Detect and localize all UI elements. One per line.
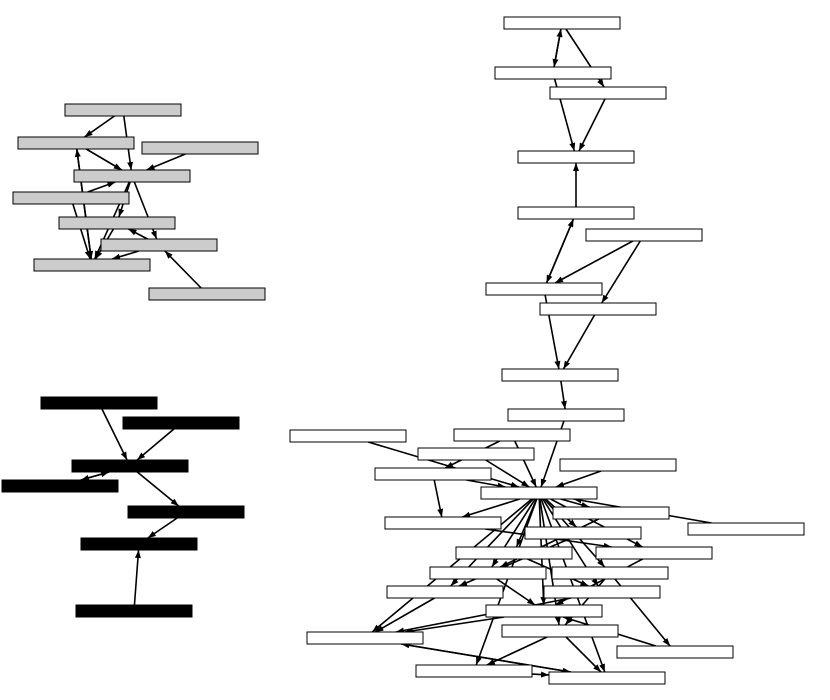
white-cluster-edge-w14-w18 bbox=[433, 479, 444, 518]
white-cluster-node-w16 bbox=[559, 458, 677, 472]
white-cluster-edge-w13-w15 bbox=[485, 459, 530, 488]
white-cluster-edge-w15-w29 bbox=[371, 498, 533, 633]
white-cluster-node-w12 bbox=[453, 428, 571, 442]
white-cluster-edge-w6-w8 bbox=[601, 240, 641, 304]
gray-cluster-node-g3 bbox=[141, 141, 259, 155]
white-cluster-node-w25 bbox=[386, 585, 504, 599]
white-cluster-edge-w11-w15 bbox=[367, 441, 520, 488]
white-cluster-node-w15 bbox=[480, 486, 598, 500]
gray-cluster-edge-g9-g7 bbox=[164, 250, 202, 289]
white-cluster-node-w8 bbox=[539, 302, 657, 316]
white-cluster-node-w20 bbox=[524, 526, 642, 540]
black-cluster-node-b1 bbox=[40, 396, 158, 410]
white-cluster-edge-w15-w18 bbox=[461, 498, 521, 518]
white-cluster-node-w27 bbox=[485, 604, 603, 618]
gray-cluster-node-g1 bbox=[64, 103, 182, 117]
white-cluster-edge-w14-w15 bbox=[466, 479, 506, 489]
white-cluster-node-w10 bbox=[507, 408, 625, 422]
gray-cluster-node-g4 bbox=[73, 169, 191, 183]
black-cluster-node-b5 bbox=[127, 505, 245, 519]
nodes-layer bbox=[1, 16, 805, 685]
gray-cluster-node-g6 bbox=[58, 216, 176, 230]
gray-cluster-node-g8 bbox=[33, 258, 151, 272]
black-cluster-edge-b2-b3 bbox=[136, 428, 175, 461]
black-cluster-node-b7 bbox=[75, 604, 193, 618]
white-cluster-node-w13 bbox=[417, 447, 535, 461]
gray-cluster-edge-g5-g4 bbox=[87, 181, 116, 193]
black-cluster-edge-b1-b3 bbox=[101, 408, 128, 461]
gray-cluster-edge-g3-g4 bbox=[146, 153, 186, 171]
black-cluster-node-b3 bbox=[71, 459, 189, 473]
white-cluster-edge-w15-w19 bbox=[560, 498, 590, 508]
white-cluster-node-w7 bbox=[485, 282, 603, 296]
black-cluster-node-b4 bbox=[1, 479, 119, 493]
gray-cluster-node-g9 bbox=[148, 287, 266, 301]
white-cluster-node-w31 bbox=[415, 664, 533, 678]
white-cluster-node-w22 bbox=[595, 546, 713, 560]
white-cluster-node-w6 bbox=[585, 228, 703, 242]
white-cluster-edge-w2-w1 bbox=[553, 28, 563, 68]
white-cluster-edge-w3-w4 bbox=[578, 98, 606, 152]
gray-cluster-edge-g7-g8 bbox=[111, 250, 140, 260]
white-cluster-node-w5 bbox=[517, 206, 635, 220]
white-cluster-edge-w28-w32 bbox=[565, 636, 602, 673]
white-cluster-node-w18 bbox=[384, 516, 502, 530]
white-cluster-edge-w31-w33 bbox=[531, 671, 550, 678]
white-cluster-edge-w6-w7 bbox=[554, 240, 634, 284]
white-cluster-edge-w23-w27 bbox=[496, 578, 536, 606]
white-cluster-edge-w7-w5 bbox=[545, 218, 575, 284]
black-cluster-edge-b3-b5 bbox=[136, 471, 180, 507]
white-cluster-edge-w16-w15 bbox=[555, 470, 602, 488]
white-cluster-edge-w25-w29 bbox=[375, 597, 435, 633]
gray-cluster-edge-g2-g4 bbox=[85, 148, 123, 171]
white-cluster-node-w2 bbox=[494, 66, 612, 80]
white-cluster-node-w29 bbox=[306, 631, 424, 645]
black-cluster-edge-b4-b3 bbox=[80, 471, 110, 481]
white-cluster-node-w26 bbox=[543, 585, 661, 599]
white-cluster-node-w4 bbox=[517, 150, 635, 164]
white-cluster-edge-w28-w31 bbox=[486, 636, 548, 666]
gray-cluster-node-g2 bbox=[17, 136, 135, 150]
white-cluster-edge-w26-w29 bbox=[395, 597, 572, 634]
white-cluster-node-w11 bbox=[289, 429, 407, 443]
white-cluster-node-w3 bbox=[549, 86, 667, 100]
white-cluster-node-w14 bbox=[374, 467, 492, 481]
white-cluster-node-w21 bbox=[455, 546, 573, 560]
black-cluster-node-b6 bbox=[80, 537, 198, 551]
gray-cluster-node-g7 bbox=[100, 238, 218, 252]
gray-cluster-node-g5 bbox=[12, 191, 130, 205]
black-cluster-node-b2 bbox=[122, 416, 240, 430]
white-cluster-node-w9 bbox=[501, 368, 619, 382]
white-cluster-node-w19 bbox=[552, 506, 670, 520]
white-cluster-node-w28 bbox=[501, 624, 619, 638]
white-cluster-node-w30 bbox=[616, 645, 734, 659]
gray-cluster-edge-g5-g8 bbox=[72, 203, 91, 260]
white-cluster-node-w24 bbox=[551, 566, 669, 580]
white-cluster-edge-w8-w9 bbox=[562, 314, 596, 370]
white-cluster-node-w33 bbox=[548, 671, 666, 685]
gray-cluster-edge-g4-g7 bbox=[133, 181, 158, 240]
white-cluster-node-w17 bbox=[687, 522, 805, 536]
white-cluster-edge-w27-w29 bbox=[404, 616, 505, 634]
gray-cluster-edge-g7-g6 bbox=[128, 228, 148, 240]
gray-cluster-edge-g1-g2 bbox=[84, 115, 115, 138]
black-cluster-edge-b5-b6 bbox=[147, 517, 178, 539]
white-cluster-edge-w32-w29 bbox=[401, 642, 571, 673]
white-cluster-node-w1 bbox=[503, 16, 621, 30]
white-cluster-edge-w9-w10 bbox=[560, 380, 567, 410]
white-cluster-node-w23 bbox=[429, 566, 547, 580]
black-cluster-edge-b7-b6 bbox=[133, 549, 141, 606]
